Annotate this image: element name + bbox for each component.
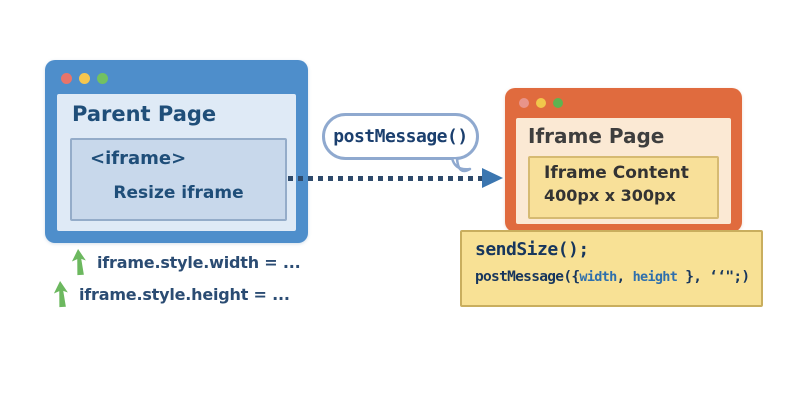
- iframe-tag-label: <iframe>: [90, 148, 187, 169]
- traffic-light-green-icon: [553, 98, 563, 108]
- style-width-label: iframe.style.width = ...: [97, 253, 301, 272]
- code-token-close: },: [677, 269, 710, 285]
- code-token-prefix: postMessage({: [475, 269, 580, 285]
- resize-iframe-label: Resize iframe: [113, 183, 244, 203]
- iframe-titlebar-dots: [519, 98, 563, 108]
- iframe-page-title: Iframe Page: [528, 124, 665, 148]
- iframe-window-body: Iframe Page Iframe Content 400px x 300px: [516, 118, 731, 224]
- parent-browser-window: Parent Page <iframe> Resize iframe: [45, 60, 308, 243]
- code-line-postmessage: postMessage({width, height }, ‘‘";): [475, 269, 751, 285]
- traffic-light-yellow-icon: [79, 73, 90, 84]
- traffic-light-red-icon: [61, 73, 72, 84]
- up-arrow-icon: [71, 249, 86, 276]
- arrowhead-icon: [482, 168, 503, 188]
- parent-window-body: Parent Page <iframe> Resize iframe: [57, 94, 296, 231]
- code-line-sendsize: sendSize();: [475, 239, 589, 260]
- iframe-browser-window: Iframe Page Iframe Content 400px x 300px: [505, 88, 742, 232]
- code-token-end: ;): [733, 269, 750, 285]
- bubble-tail-icon: [450, 157, 472, 173]
- code-token-quotes: ‘‘": [709, 269, 734, 285]
- up-arrow-icon: [53, 281, 68, 308]
- traffic-light-yellow-icon: [536, 98, 546, 108]
- traffic-light-green-icon: [97, 73, 108, 84]
- iframe-size-label: 400px x 300px: [544, 186, 676, 205]
- iframe-content-label: Iframe Content: [544, 163, 689, 183]
- postmessage-bubble: postMessage(): [322, 113, 479, 160]
- code-token-height: height: [632, 269, 678, 285]
- code-token-separator: ,: [616, 269, 633, 285]
- dotted-arrow-line: [288, 176, 484, 181]
- iframe-content-box: Iframe Content 400px x 300px: [528, 156, 719, 219]
- code-token-width: width: [579, 269, 617, 285]
- style-height-row: iframe.style.height = ...: [52, 279, 301, 310]
- traffic-light-red-icon: [519, 98, 529, 108]
- style-height-label: iframe.style.height = ...: [79, 285, 290, 304]
- postmessage-label: postMessage(): [333, 126, 468, 147]
- parent-titlebar-dots: [61, 73, 108, 84]
- style-width-row: iframe.style.width = ...: [70, 247, 301, 278]
- code-box: sendSize(); postMessage({width, height }…: [460, 230, 763, 307]
- parent-page-title: Parent Page: [72, 102, 217, 126]
- style-assignment-lines: iframe.style.width = ... iframe.style.he…: [52, 247, 301, 310]
- iframe-box: <iframe> Resize iframe: [70, 138, 287, 221]
